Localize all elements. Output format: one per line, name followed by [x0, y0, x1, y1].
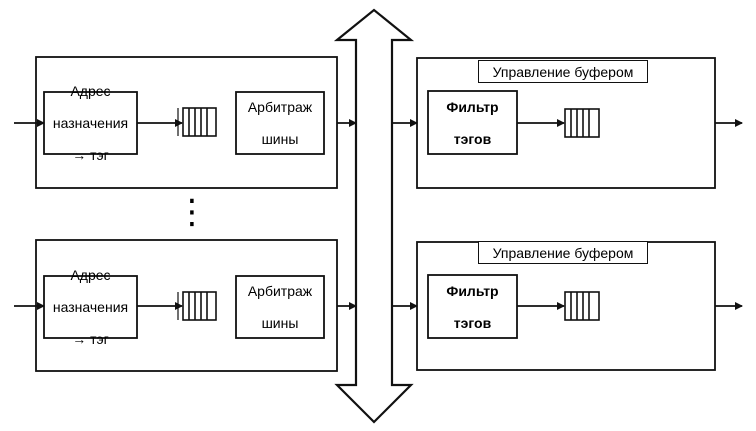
buffer-control-title-bottom: Управление буфером: [478, 241, 648, 264]
bus-arbiter-box-top: [235, 91, 325, 155]
shared-bus-arrow: [333, 8, 415, 424]
input-module-frame-top: [35, 56, 338, 189]
address-tag-box-bottom: [43, 275, 138, 339]
tag-filter-box-top: [427, 90, 518, 155]
input-module-frame-bottom: [35, 239, 338, 372]
buffer-control-title-top: Управление буфером: [478, 60, 648, 83]
queue-buffer-icon-left-bottom: [182, 291, 217, 321]
queue-buffer-icon-right-bottom: [564, 291, 600, 321]
bus-arbiter-box-bottom: [235, 275, 325, 339]
queue-buffer-icon-right-top: [564, 108, 600, 138]
queue-buffer-icon-left-top: [182, 107, 217, 137]
address-tag-box-top: [43, 91, 138, 155]
tag-filter-box-bottom: [427, 274, 518, 339]
